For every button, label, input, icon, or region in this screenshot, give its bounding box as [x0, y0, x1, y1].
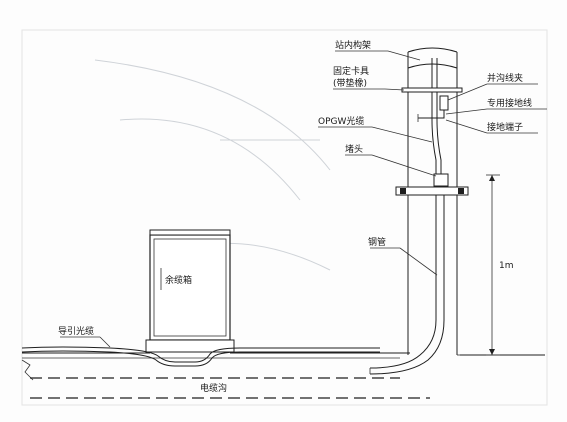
- parallel-clamp-label: 并沟线夹: [487, 72, 523, 84]
- fixed-clamp-label-1: 固定卡具: [333, 65, 369, 77]
- opgw-cable: OPGW光缆: [318, 58, 442, 178]
- cabinet: 余缆箱: [145, 229, 235, 353]
- steel-pipe-label: 钢管: [368, 236, 386, 248]
- fixed-clamp-label-2: (带垫橡): [333, 77, 367, 89]
- steel-pipe: 钢管: [368, 178, 445, 375]
- ground-terminal-label: 接地端子: [487, 121, 523, 133]
- frame-label: 站内构架: [335, 39, 371, 51]
- opgw-cable-label: OPGW光缆: [318, 115, 364, 127]
- cabinet-label: 余缆箱: [165, 274, 192, 286]
- cable-trench-label: 电缆沟: [200, 382, 227, 394]
- lower-clamp: 堵头: [345, 143, 469, 196]
- diagram-frame-border: [21, 29, 548, 406]
- height-dimension: 1m: [486, 174, 514, 356]
- height-label: 1m: [499, 261, 514, 271]
- lead-cable-path: 导引光缆: [21, 325, 380, 367]
- connector-label: 堵头: [345, 143, 363, 155]
- ground-wire-label: 专用接地线: [487, 97, 532, 109]
- lead-cable-label: 导引光缆: [58, 325, 94, 337]
- ground-surface: [21, 352, 545, 381]
- parallel-clamp: 并沟线夹 专用接地线 接地端子: [417, 72, 547, 134]
- cable-trench: 电缆沟: [30, 377, 430, 399]
- station-frame-pole: 站内构架: [335, 39, 460, 356]
- fixed-clamp: 固定卡具 (带垫橡): [333, 65, 463, 93]
